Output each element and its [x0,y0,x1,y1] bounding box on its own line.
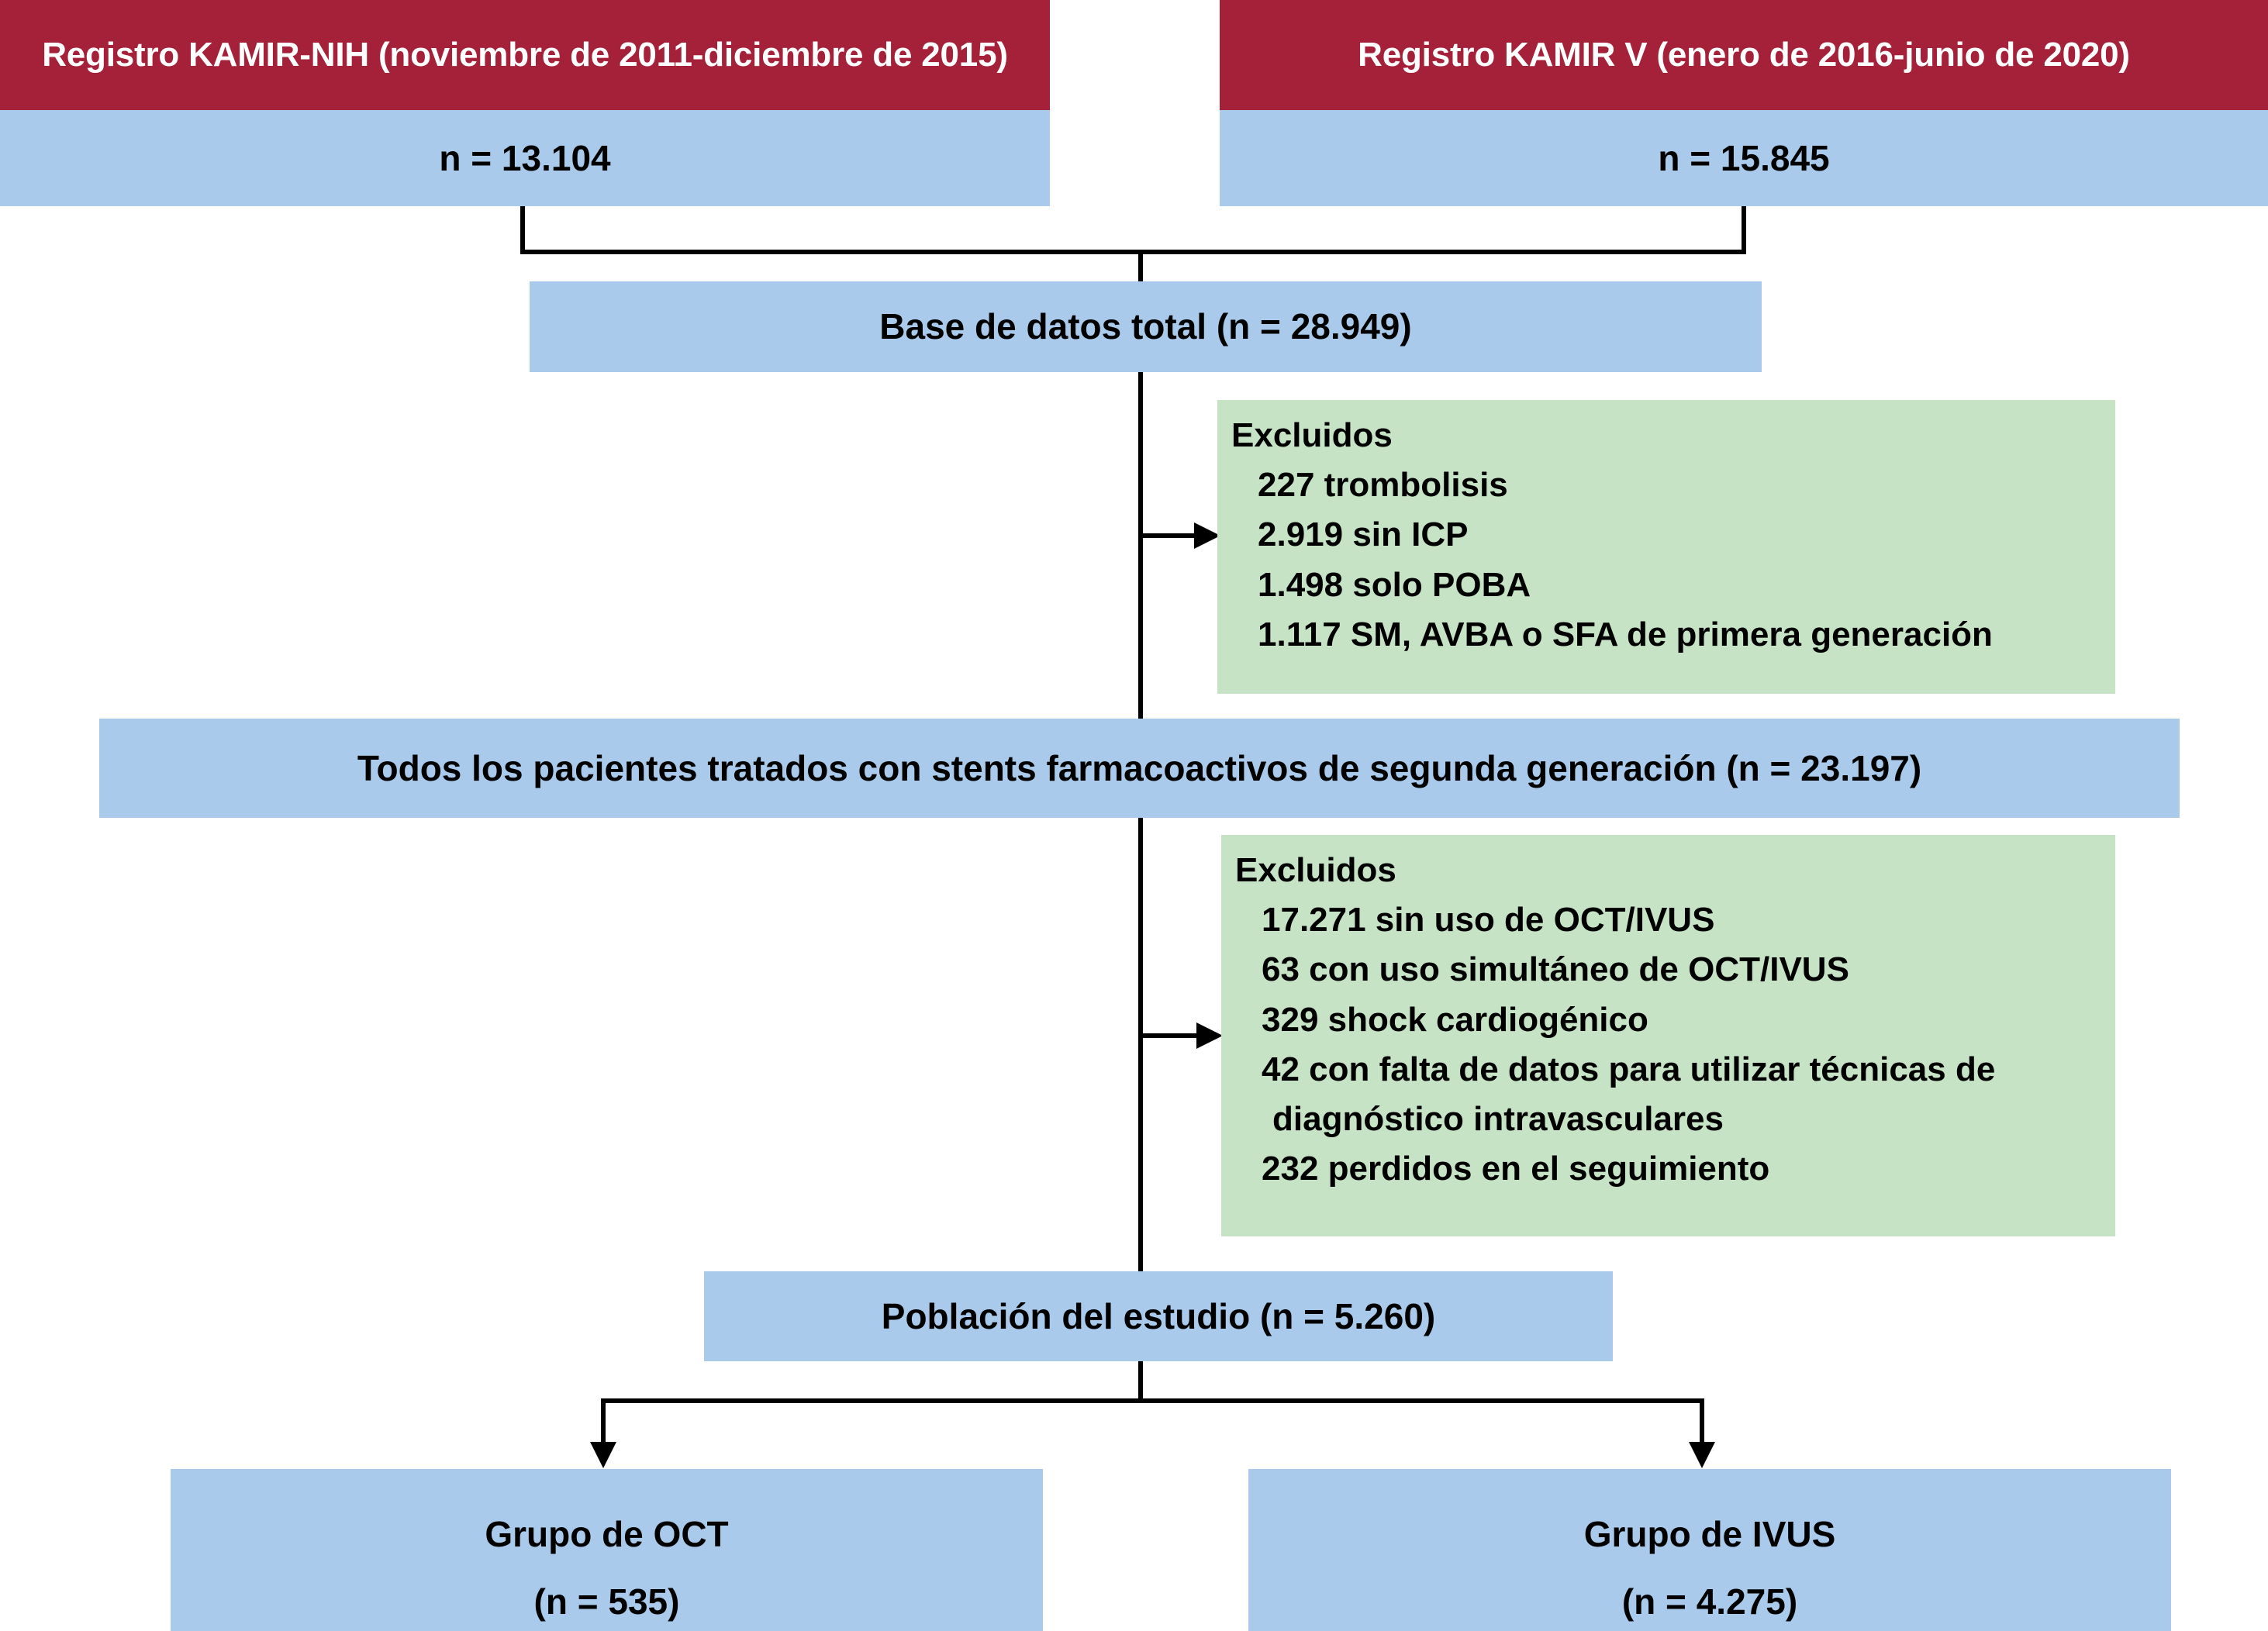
group-title: Grupo de OCT [485,1514,729,1554]
connector-right-registry-stem [1742,206,1746,253]
registry-title: Registro KAMIR V (enero de 2016-junio de… [1358,35,2130,74]
node-label: Población del estudio (n = 5.260) [881,1295,1436,1336]
exclusion-item: 1.117 SM, AVBA o SFA de primera generaci… [1258,615,1993,653]
node-all-patients: Todos los pacientes tratados con stents … [99,719,2180,818]
arrowhead-exclusion2 [1196,1022,1223,1049]
arrowhead-exclusion1 [1194,522,1220,549]
connector-merge-bar [520,250,1746,254]
registry-count-kamir-nih: n = 13.104 [0,110,1050,206]
connector-trunk-1 [1138,372,1143,720]
exclusion-item: 227 trombolisis [1258,466,1508,505]
node-label: Todos los pacientes tratados con stents … [357,747,1922,788]
exclusion-item: 2.919 sin ICP [1258,516,1469,554]
connector-split-stem [1138,1361,1143,1403]
group-count-label: (n = 535) [533,1581,680,1622]
node-study-population: Población del estudio (n = 5.260) [704,1271,1613,1361]
connector-split-left-arm [601,1398,606,1447]
exclusion-item: 17.271 sin uso de OCT/IVUS [1262,901,1715,940]
arrowhead-group-oct [590,1442,616,1468]
registry-count-kamir-v: n = 15.845 [1220,110,2268,206]
exclusion-item: 1.498 solo POBA [1258,565,1531,604]
connector-exclusion1-arm [1138,533,1199,538]
exclusion-item: 232 perdidos en el seguimiento [1262,1150,1770,1188]
exclusions-box-1: Excluidos 227 trombolisis 2.919 sin ICP … [1217,400,2115,694]
exclusion-item: 329 shock cardiogénico [1262,1000,1648,1039]
exclusion-item: 63 con uso simultáneo de OCT/IVUS [1262,950,1849,989]
exclusion-item-continuation: diagnóstico intravasculares [1272,1100,1724,1139]
connector-trunk-2 [1138,818,1143,1274]
exclusion-item: 42 con falta de datos para utilizar técn… [1262,1050,1996,1088]
node-total-database: Base de datos total (n = 28.949) [530,281,1762,372]
group-count-label: (n = 4.275) [1621,1581,1798,1622]
node-label: Base de datos total (n = 28.949) [879,306,1412,347]
connector-merge-to-total [1138,250,1143,284]
registry-title: Registro KAMIR-NIH (noviembre de 2011-di… [42,35,1008,74]
exclusions-box-2: Excluidos 17.271 sin uso de OCT/IVUS 63 … [1221,835,2115,1236]
registry-count-label: n = 15.845 [1658,137,1830,178]
node-group-oct: Grupo de OCT (n = 535) [171,1469,1043,1631]
exclusions-title: Excluidos [1231,416,1393,454]
node-group-ivus: Grupo de IVUS (n = 4.275) [1248,1469,2171,1631]
arrowhead-group-ivus [1689,1442,1715,1468]
connector-split-bar [601,1398,1704,1403]
connector-left-registry-stem [520,206,525,253]
registry-header-kamir-v: Registro KAMIR V (enero de 2016-junio de… [1220,0,2268,110]
connector-exclusion2-arm [1138,1033,1199,1038]
registry-header-kamir-nih: Registro KAMIR-NIH (noviembre de 2011-di… [0,0,1050,110]
group-title: Grupo de IVUS [1583,1514,1836,1554]
exclusions-title: Excluidos [1235,851,1396,889]
registry-count-label: n = 13.104 [439,137,611,178]
connector-split-right-arm [1700,1398,1704,1447]
